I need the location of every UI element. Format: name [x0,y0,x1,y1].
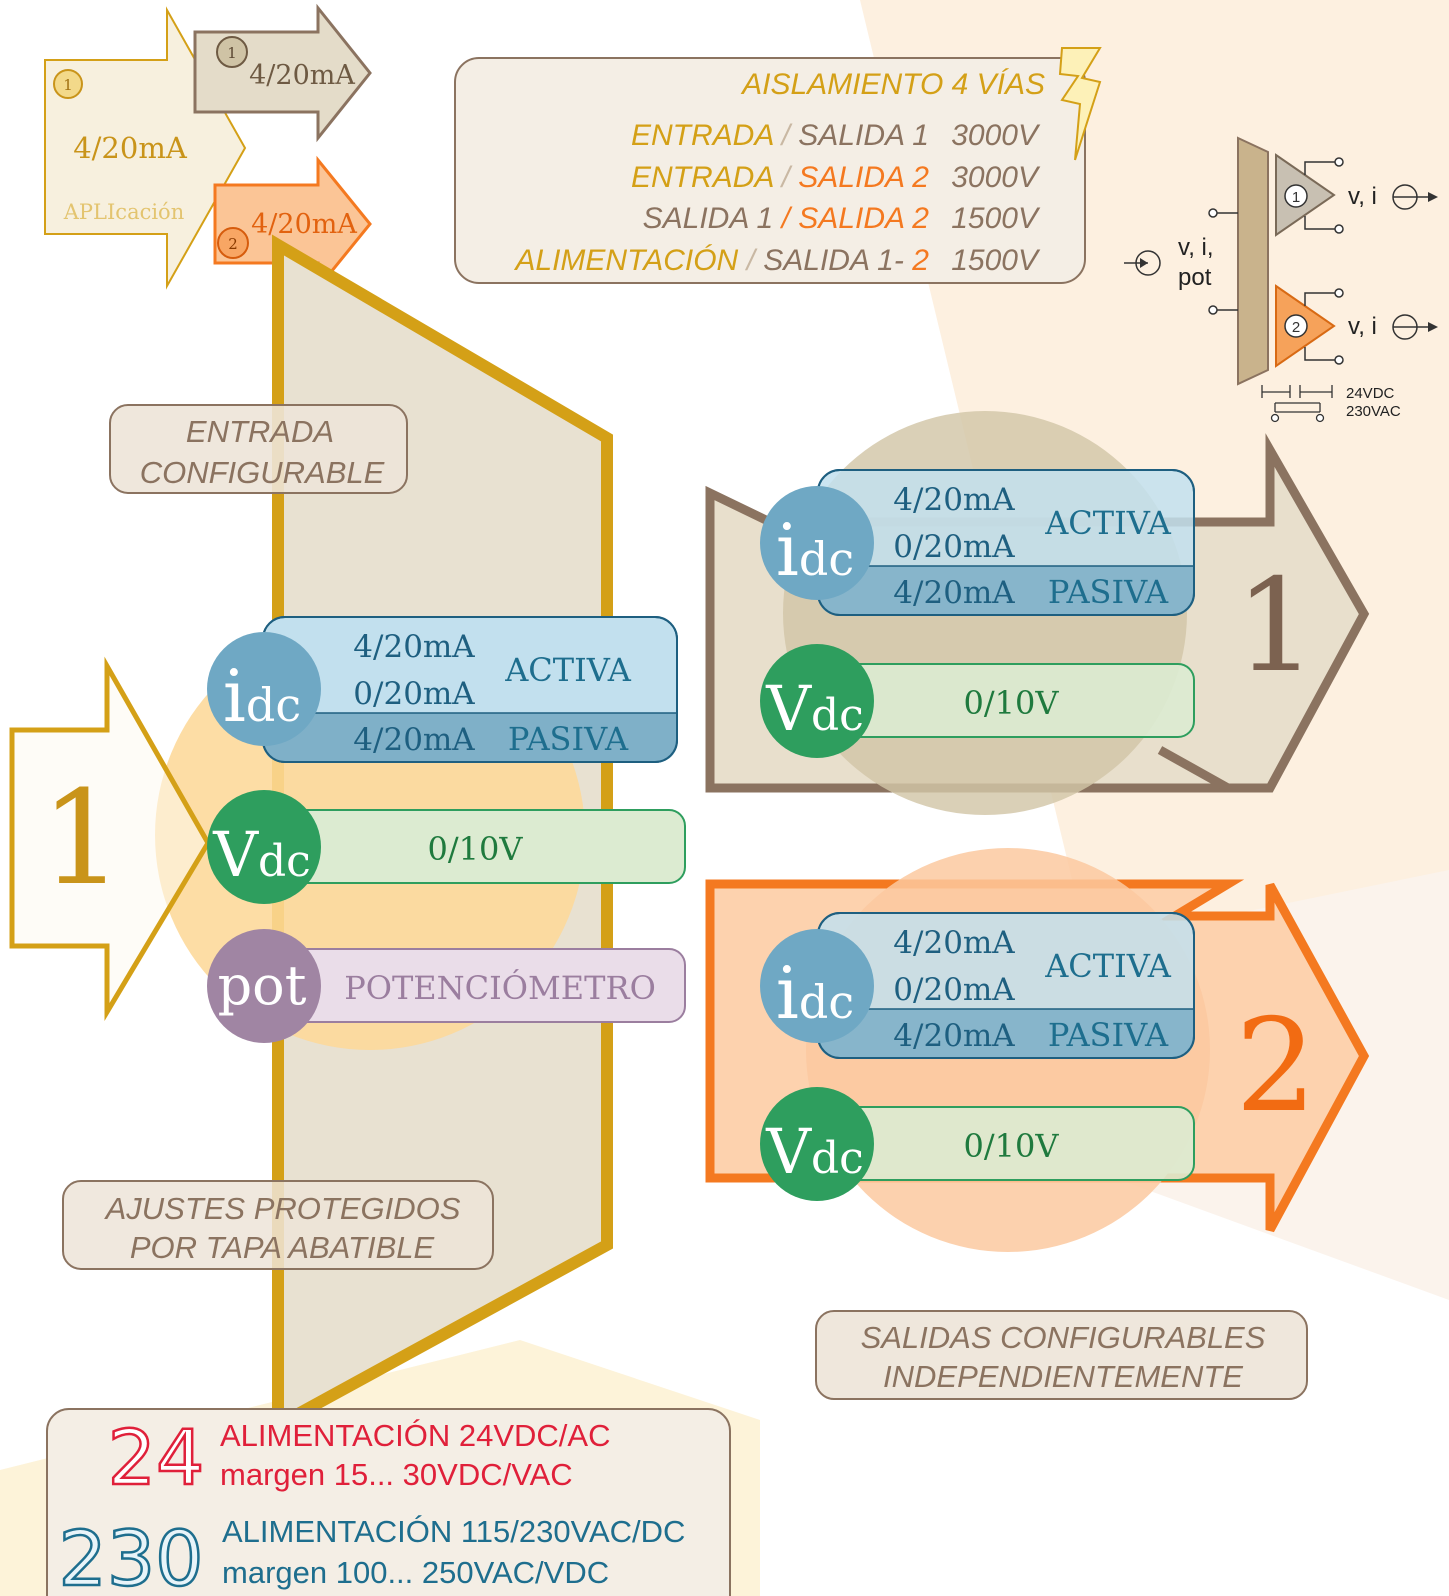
protected-settings-tag: AJUSTES PROTEGIDOS POR TAPA ABATIBLE [62,1180,494,1270]
output-2-group: 2 4/20mA 0/20mA ACTIVA 4/20mA PASIVA idc… [705,848,1370,1252]
power-230-line2: margen 100... 250VAC/VDC [222,1555,609,1590]
idc-icon [760,486,874,600]
application-signal-in: 4/20mA [73,131,188,165]
power-230-line1: ALIMENTACIÓN 115/230VAC/DC [222,1514,685,1549]
out2-current-active: ACTIVA [1044,947,1172,985]
vdc-icon-text: Vdc [765,1115,864,1188]
output-1-number: 1 [1235,552,1316,701]
badge-circle [216,36,248,68]
lightning-icon [1058,47,1102,161]
schematic-out2-label: v, i [1348,313,1377,340]
isolation-barrier [1237,136,1269,386]
schematic-out2-badge: 2 [1292,319,1300,336]
out1-current-range-2: 0/20mA [893,529,1015,565]
schematic-power-1: 24VDC [1346,385,1395,402]
out1-current-active: ACTIVA [1044,504,1172,542]
out1-current-passive: PASIVA [1048,573,1169,611]
protect-line2: POR TAPA ABATIBLE [130,1230,435,1265]
power-24-line2: margen 15... 30VDC/VAC [220,1457,573,1492]
power-panel: 24 ALIMENTACIÓN 24VDC/AC margen 15... 30… [46,1408,731,1596]
isolator-schematic: v, i, pot 1 v, i 2 v, i [1124,136,1438,423]
badge-number: 2 [228,235,238,253]
idc-icon [207,632,321,746]
power-24-badge: 24 [108,1413,205,1502]
input-pot-option: POTENCIÓMETRO pot [207,929,686,1043]
schematic-input-label-2: pot [1178,264,1212,291]
input-voltage-range: 0/10V [428,830,524,868]
outputs-tag-line1: SALIDAS CONFIGURABLES [861,1320,1266,1355]
pot-icon [207,929,321,1043]
application-output1-arrow: 1 4/20mA [193,3,372,143]
vdc-icon [760,644,874,758]
badge-number: 1 [63,76,73,94]
idc-icon-text: idc [223,654,301,738]
out2-current-range-2: 0/20mA [893,972,1015,1008]
application-output2-arrow: 2 4/20mA [213,155,372,293]
idc-icon-text: idc [776,508,854,592]
input-current-range-2: 0/20mA [353,676,475,712]
vdc-icon [207,790,321,904]
input-tag-line1: ENTRADA [186,414,334,449]
vdc-icon [760,1087,874,1201]
application-signal-out1: 4/20mA [249,60,355,91]
out1-voltage-range: 0/10V [964,684,1060,722]
isolation-title: AISLAMIENTO 4 VÍAS [740,68,1045,101]
isolation-line-4: ALIMENTACIÓN / SALIDA 1- 2 1500V [513,244,1041,277]
isolation-line-1: ENTRADA / SALIDA 1 3000V [631,119,1041,152]
output-2-number: 2 [1235,992,1316,1141]
input-arrow-1: 1 [9,656,211,1022]
out2-current-range-1: 4/20mA [893,925,1015,961]
outputs-config-tag: SALIDAS CONFIGURABLES INDEPENDIENTEMENTE [815,1310,1308,1400]
schematic-out1-label: v, i [1348,183,1377,210]
input-config-tag: ENTRADA CONFIGURABLE [109,404,408,494]
out1-current-range-1: 4/20mA [893,482,1015,518]
input-pot-label: POTENCIÓMETRO [344,969,656,1007]
schematic-input-label-1: v, i, [1178,234,1214,261]
input-current-option: 4/20mA 0/20mA ACTIVA 4/20mA PASIVA idc [207,616,678,763]
input-current-passive: PASIVA [508,720,629,758]
input-current-range-3: 4/20mA [353,722,475,758]
badge-circle [217,227,249,259]
isolation-line-3: SALIDA 1 / SALIDA 2 1500V [643,202,1041,235]
out2-voltage-range: 0/10V [964,1127,1060,1165]
power-24-line1: ALIMENTACIÓN 24VDC/AC [220,1418,610,1453]
application-caption: APLIcación [63,200,184,224]
idc-icon [760,929,874,1043]
out1-current-range-3: 4/20mA [893,575,1015,611]
idc-icon-text: idc [776,951,854,1035]
input-tag-line2: CONFIGURABLE [140,455,385,490]
isolation-line-2: ENTRADA / SALIDA 2 3000V [631,161,1041,194]
vdc-icon-text: Vdc [765,672,864,745]
pot-icon-text: pot [218,954,307,1017]
badge-circle [53,69,83,99]
outputs-tag-line2: INDEPENDIENTEMENTE [883,1359,1243,1394]
schematic-out1-badge: 1 [1292,189,1300,206]
badge-number: 1 [227,44,237,62]
protect-line1: AJUSTES PROTEGIDOS [104,1191,461,1226]
input-number: 1 [41,762,124,914]
power-supply-icon [1261,385,1333,423]
input-voltage-option: 0/10V Vdc [207,790,686,904]
application-signal-out2: 4/20mA [251,209,357,240]
output-1-group: 1 4/20mA 0/20mA ACTIVA 4/20mA PASIVA idc… [705,411,1370,815]
power-230-badge: 230 [58,1514,203,1596]
vdc-icon-text: Vdc [212,818,311,891]
input-current-range-1: 4/20mA [353,629,475,665]
out2-current-range-3: 4/20mA [893,1018,1015,1054]
input-current-active: ACTIVA [504,651,632,689]
isolation-panel: AISLAMIENTO 4 VÍAS ENTRADA / SALIDA 1 30… [454,47,1102,284]
out2-current-passive: PASIVA [1048,1016,1169,1054]
schematic-power-2: 230VAC [1346,403,1401,420]
